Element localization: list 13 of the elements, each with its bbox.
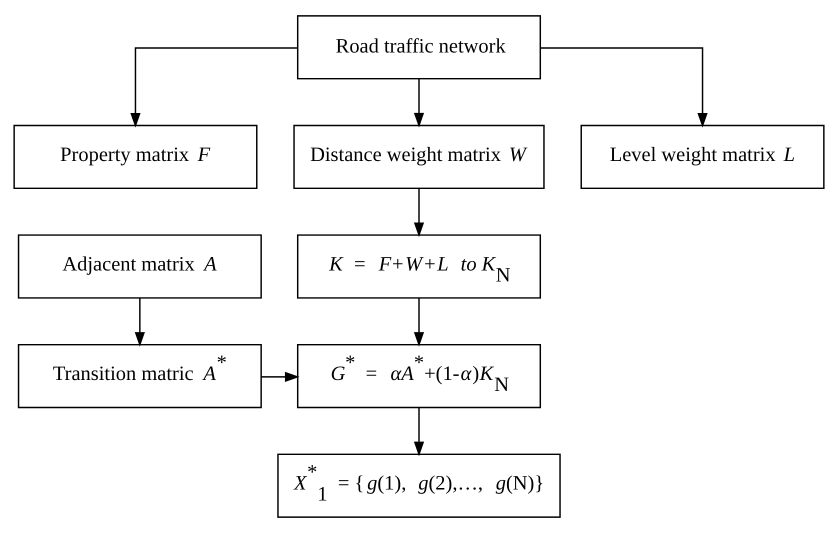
node-box: Property matrix F bbox=[13, 124, 258, 190]
arrow bbox=[414, 78, 424, 128]
arrow bbox=[130, 47, 298, 128]
node-box: Level weight matrix L bbox=[580, 124, 825, 190]
arrow bbox=[414, 298, 424, 347]
node-box: Road traffic network bbox=[296, 15, 542, 80]
node-box: Adjacent matrix A bbox=[18, 234, 262, 299]
arrow bbox=[414, 408, 424, 456]
arrow bbox=[134, 298, 145, 347]
arrow bbox=[414, 188, 424, 238]
arrow bbox=[540, 47, 708, 128]
node-box: Distance weight matrix W bbox=[293, 124, 545, 190]
arrow bbox=[261, 372, 300, 382]
